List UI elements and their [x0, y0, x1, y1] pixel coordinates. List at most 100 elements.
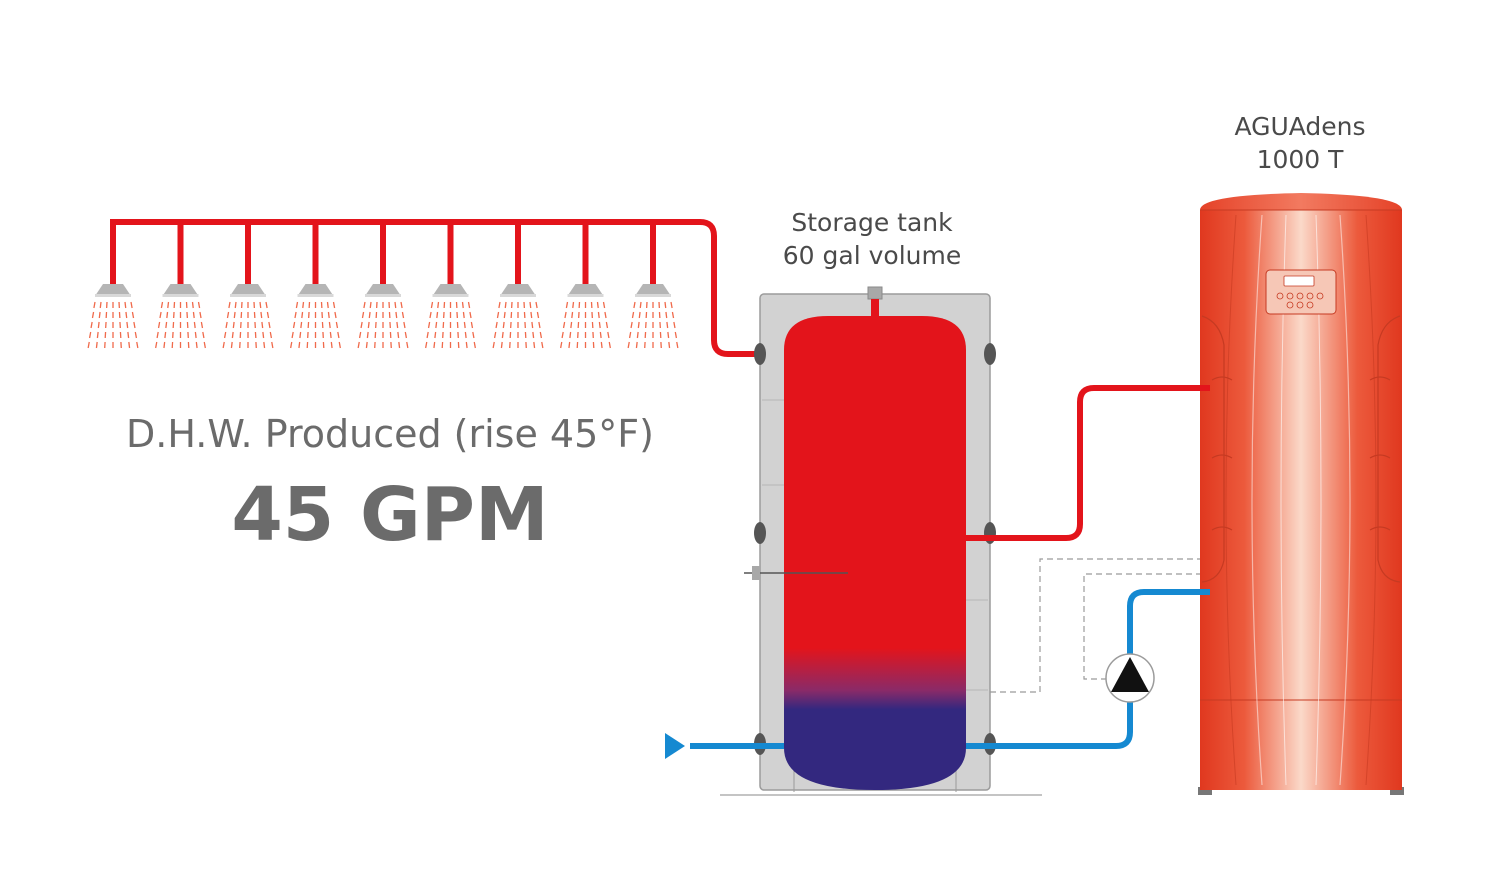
spray-drop: [262, 322, 263, 328]
water-spray: [426, 302, 476, 348]
shower-head: [426, 222, 476, 348]
shower-head: [88, 222, 138, 348]
storage-tank-label: Storage tank 60 gal volume: [752, 206, 992, 272]
spray-drop: [358, 342, 359, 348]
spray-drop: [606, 322, 607, 328]
spray-drop: [195, 332, 196, 338]
spray-drop: [640, 302, 641, 308]
spray-drop: [134, 322, 135, 328]
shower-head: [358, 222, 408, 348]
spray-drop: [537, 312, 538, 318]
spray-drop: [542, 342, 543, 348]
spray-drop: [531, 312, 532, 318]
spray-drop: [203, 332, 204, 338]
spray-drop: [334, 302, 335, 308]
water-spray: [156, 302, 206, 348]
spray-drop: [598, 312, 599, 318]
spray-drop: [639, 312, 640, 318]
spray-drop: [329, 322, 330, 328]
heater-model-line2: 1000 T: [1200, 143, 1400, 176]
spray-drop: [666, 312, 667, 318]
spray-drop: [132, 312, 133, 318]
spray-drop: [530, 302, 531, 308]
spray-drop: [223, 342, 224, 348]
spray-drop: [292, 332, 293, 338]
spray-drop: [562, 332, 563, 338]
spray-drop: [156, 342, 157, 348]
spray-drop: [193, 312, 194, 318]
spray-drop: [330, 332, 331, 338]
shower-head: [156, 222, 206, 348]
spray-drop: [126, 312, 127, 318]
spray-drop: [302, 312, 303, 318]
spray-drop: [570, 332, 571, 338]
spray-drop: [260, 302, 261, 308]
spray-drop: [229, 302, 230, 308]
spray-drop: [463, 302, 464, 308]
shower-head: [291, 222, 341, 348]
spray-drop: [167, 312, 168, 318]
spray-drop: [495, 332, 496, 338]
spray-drop: [667, 322, 668, 328]
spray-drop: [92, 312, 93, 318]
spray-drop: [166, 322, 167, 328]
spray-drop: [402, 312, 403, 318]
spray-drop: [200, 312, 201, 318]
shower-head: [561, 222, 611, 348]
spray-drop: [263, 332, 264, 338]
shower-face: [365, 294, 401, 297]
heater-control-panel: [1266, 270, 1336, 314]
spray-drop: [98, 322, 99, 328]
spray-drop: [572, 312, 573, 318]
spray-drop: [299, 342, 300, 348]
spray-drop: [637, 332, 638, 338]
spray-drop: [131, 302, 132, 308]
spray-drop: [431, 302, 432, 308]
shower-face: [433, 294, 469, 297]
spray-drop: [665, 302, 666, 308]
spray-drop: [399, 342, 400, 348]
spray-drop: [88, 342, 89, 348]
spray-drop: [501, 342, 502, 348]
spray-drop: [405, 332, 406, 338]
spray-drop: [634, 302, 635, 308]
spray-drop: [135, 332, 136, 338]
spray-drop: [503, 322, 504, 328]
spray-drop: [99, 312, 100, 318]
water-spray: [358, 302, 408, 348]
spray-drop: [367, 332, 368, 338]
spray-drop: [630, 332, 631, 338]
shower-heads: [88, 222, 678, 348]
spray-drop: [339, 342, 340, 348]
spray-drop: [532, 322, 533, 328]
spray-drop: [331, 342, 332, 348]
spray-drop: [534, 342, 535, 348]
spray-drop: [533, 332, 534, 338]
spray-drop: [469, 302, 470, 308]
spray-drop: [225, 332, 226, 338]
spray-drop: [505, 302, 506, 308]
water-spray: [291, 302, 341, 348]
spray-drop: [565, 312, 566, 318]
spray-drop: [235, 302, 236, 308]
spray-drop: [96, 342, 97, 348]
spray-drop: [398, 332, 399, 338]
spray-drop: [204, 342, 205, 348]
shower-face: [500, 294, 536, 297]
spray-drop: [369, 312, 370, 318]
spray-drop: [100, 302, 101, 308]
spray-drop: [429, 322, 430, 328]
spray-drop: [430, 312, 431, 318]
heater-label: AGUAdens 1000 T: [1200, 110, 1400, 176]
spray-drop: [463, 312, 464, 318]
dhw-flow-rate: 45 GPM: [60, 472, 720, 558]
spray-drop: [608, 332, 609, 338]
storage-tank-volume: 60 gal volume: [752, 239, 992, 272]
dhw-caption: D.H.W. Produced (rise 45°F): [60, 412, 720, 456]
spray-drop: [159, 322, 160, 328]
spray-drop: [160, 312, 161, 318]
spray-drop: [296, 302, 297, 308]
spray-drop: [601, 342, 602, 348]
spray-drop: [231, 342, 232, 348]
